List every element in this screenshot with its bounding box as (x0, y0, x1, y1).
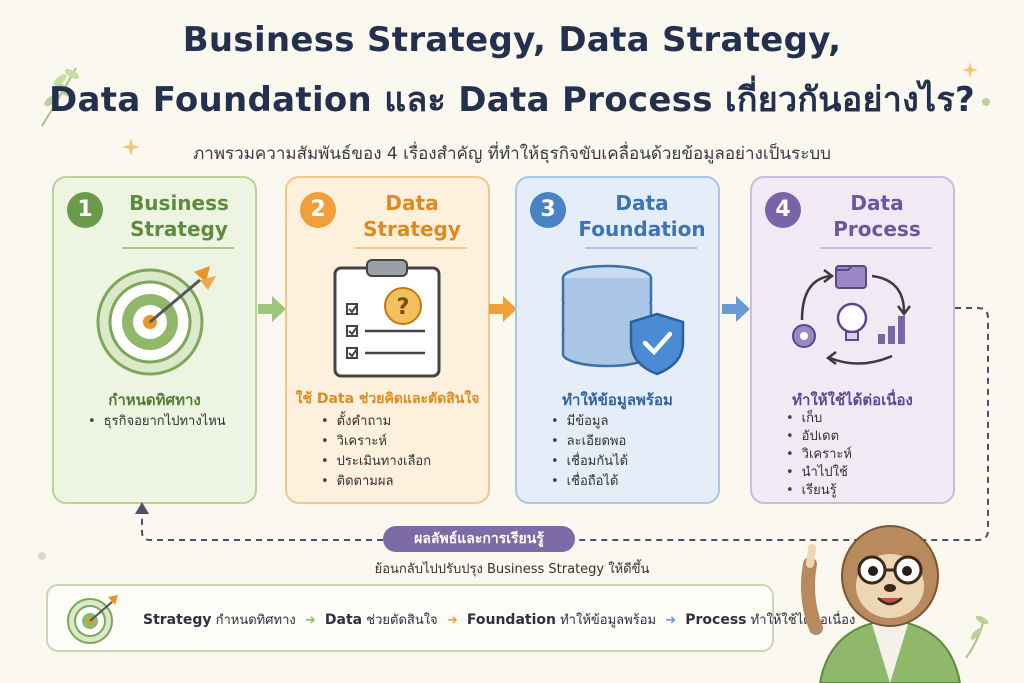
database-shield-icon (561, 264, 685, 376)
step-number: 4 (765, 192, 801, 228)
card-title: Foundation (578, 217, 706, 241)
arrow-right-icon: ➜ (304, 613, 316, 628)
card-heading: ใช้ Data ช่วยคิดและตัดสินใจ (295, 391, 480, 407)
step-number: 1 (67, 192, 103, 228)
card-title: Data (850, 191, 904, 215)
summary-desc: ทำให้ใช้ได้ต่อเนื่อง (750, 613, 856, 628)
process-cycle-icon (792, 265, 911, 365)
arrow-right-icon (722, 296, 750, 322)
summary-key: Data (324, 612, 363, 628)
list-item: เก็บ (752, 410, 953, 428)
card-title: Data (385, 191, 439, 215)
card-bullet-list: เก็บ อัปเดต วิเคราะห์ นำไปใช้ เรียนรู้ (752, 410, 953, 500)
dot-decoration (982, 98, 990, 106)
card-bullet-list: ธุรกิจอยากไปทางไหน (54, 412, 255, 432)
leaf-decoration (41, 67, 80, 127)
arrow-right-icon: ➜ (665, 613, 677, 628)
list-item: เชื่อถือได้ (517, 472, 718, 492)
step-number: 2 (300, 192, 336, 228)
summary-key: Strategy (143, 612, 212, 628)
card-business-strategy: 1 Business Strategy กำหนดทิศทาง ธุรกิจอย… (52, 176, 257, 504)
sloth-mascot-icon (801, 525, 989, 683)
arrow-right-icon (258, 296, 286, 322)
sparkle-icon (962, 62, 978, 78)
list-item: อัปเดต (752, 428, 953, 446)
summary-desc: ช่วยตัดสินใจ (366, 613, 438, 628)
summary-desc: ทำให้ข้อมูลพร้อม (560, 613, 657, 628)
card-data-strategy: 2 Data Strategy ? ใช้ Data ช่วยคิดและตัด… (285, 176, 490, 504)
sparkle-icon (122, 138, 140, 156)
page-subtitle: ภาพรวมความสัมพันธ์ของ 4 เรื่องสำคัญ ที่ท… (193, 144, 831, 164)
card-bullet-list: ตั้งคำถาม วิเคราะห์ ประเมินทางเลือก ติดต… (287, 412, 488, 492)
card-bullet-list: มีข้อมูล ละเอียดพอ เชื่อมกันได้ เชื่อถือ… (517, 412, 718, 492)
list-item: นำไปใช้ (752, 464, 953, 482)
clipboard-question-icon: ? (333, 259, 441, 378)
page-title-line1: Business Strategy, Data Strategy, (182, 20, 842, 60)
card-data-process: 4 Data Process ทำให้ใช้ได้ต่อเนื่อง เก็บ… (750, 176, 955, 504)
card-data-foundation: 3 Data Foundation ทำให้ข้อมูลพร้อม มีข้อ… (515, 176, 720, 504)
card-title: Data (615, 191, 669, 215)
summary-bar: Strategy กำหนดทิศทาง ➜ Data ช่วยตัดสินใจ… (46, 584, 855, 652)
feedback-note: ย้อนกลับไปปรับปรุง Business Strategy ให้… (374, 562, 650, 577)
summary-desc: กำหนดทิศทาง (215, 613, 296, 628)
arrow-right-icon (489, 296, 517, 322)
feedback-pill: ผลลัพธ์และการเรียนรู้ (383, 526, 575, 552)
list-item: เรียนรู้ (752, 482, 953, 500)
card-title: Process (833, 217, 921, 241)
card-heading: ทำให้ใช้ได้ต่อเนื่อง (792, 391, 913, 409)
target-icon (96, 266, 216, 376)
list-item: ธุรกิจอยากไปทางไหน (54, 412, 255, 432)
list-item: เชื่อมกันได้ (517, 452, 718, 472)
card-heading: กำหนดทิศทาง (108, 391, 201, 409)
svg-text:?: ? (397, 295, 410, 320)
card-title: Business (129, 191, 229, 215)
list-item: ประเมินทางเลือก (287, 452, 488, 472)
card-title: Strategy (363, 217, 461, 241)
list-item: มีข้อมูล (517, 412, 718, 432)
summary-flow: Strategy กำหนดทิศทาง ➜ Data ช่วยตัดสินใจ… (143, 609, 855, 630)
card-title: Strategy (130, 217, 228, 241)
list-item: ละเอียดพอ (517, 432, 718, 452)
dot-decoration (38, 552, 46, 560)
list-item: ตั้งคำถาม (287, 412, 488, 432)
card-heading: ทำให้ข้อมูลพร้อม (562, 391, 673, 409)
arrow-right-icon: ➜ (446, 613, 458, 628)
target-icon (67, 595, 118, 644)
list-item: วิเคราะห์ (287, 432, 488, 452)
list-item: วิเคราะห์ (752, 446, 953, 464)
step-number: 3 (530, 192, 566, 228)
summary-key: Foundation (466, 612, 556, 628)
page-title-line2: Data Foundation และ Data Process เกี่ยวก… (49, 80, 975, 120)
summary-key: Process (685, 612, 747, 628)
list-item: ติดตามผล (287, 472, 488, 492)
